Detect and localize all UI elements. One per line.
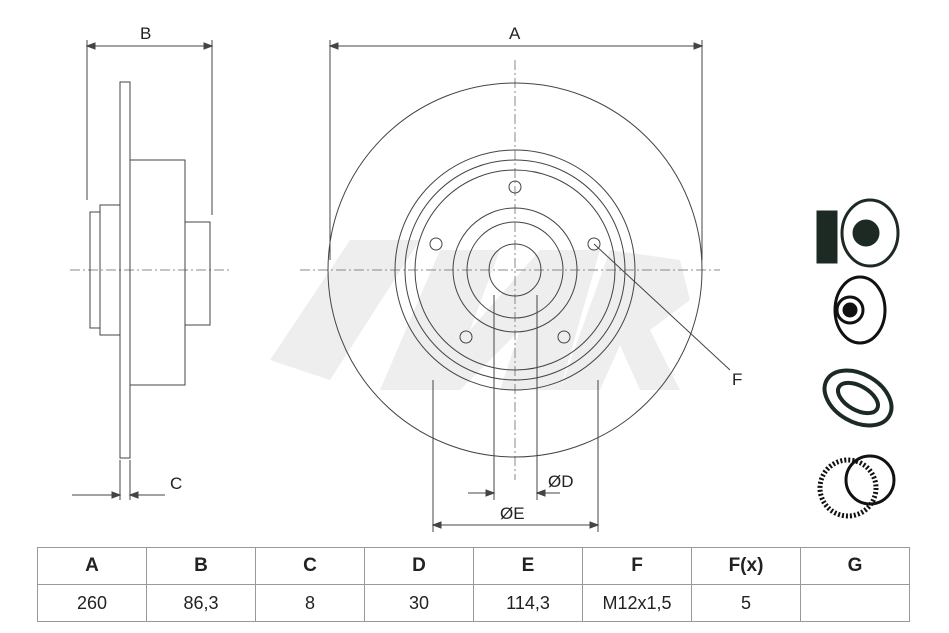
value-cell: 114,3 (473, 584, 583, 622)
wheel-bearing-icon (822, 368, 894, 428)
value-cell: 86,3 (146, 584, 256, 622)
header-cell: B (146, 547, 256, 585)
value-cell: M12x1,5 (582, 584, 692, 622)
header-cell: E (473, 547, 583, 585)
dimension-label-e: ØE (500, 504, 525, 523)
dimension-label-b: B (140, 24, 152, 43)
spray-disc-icon (816, 198, 900, 268)
table-header-row: A B C D E F F(x) G (37, 547, 910, 585)
dimension-label-f: F (732, 370, 743, 389)
dimensions-table: A B C D E F F(x) G 260 86,3 8 30 114,3 M… (37, 547, 910, 622)
brake-disc-icon (833, 275, 887, 345)
value-cell (800, 584, 910, 622)
side-view (70, 40, 230, 500)
value-cell: 5 (691, 584, 801, 622)
watermark-logo (270, 240, 690, 390)
table-row: 260 86,3 8 30 114,3 M12x1,5 5 (37, 584, 910, 622)
front-view (300, 40, 731, 532)
value-cell: 30 (364, 584, 474, 622)
header-cell: G (800, 547, 910, 585)
dimension-label-c: C (170, 474, 183, 493)
value-cell: 260 (37, 584, 147, 622)
header-cell: F (582, 547, 692, 585)
dimension-label-d: ØD (548, 472, 574, 491)
header-cell: C (255, 547, 365, 585)
header-cell: D (364, 547, 474, 585)
header-cell: F(x) (691, 547, 801, 585)
abs-ring-icon (817, 454, 896, 519)
header-cell: A (37, 547, 147, 585)
dimension-label-a: A (509, 24, 521, 43)
value-cell: 8 (255, 584, 365, 622)
